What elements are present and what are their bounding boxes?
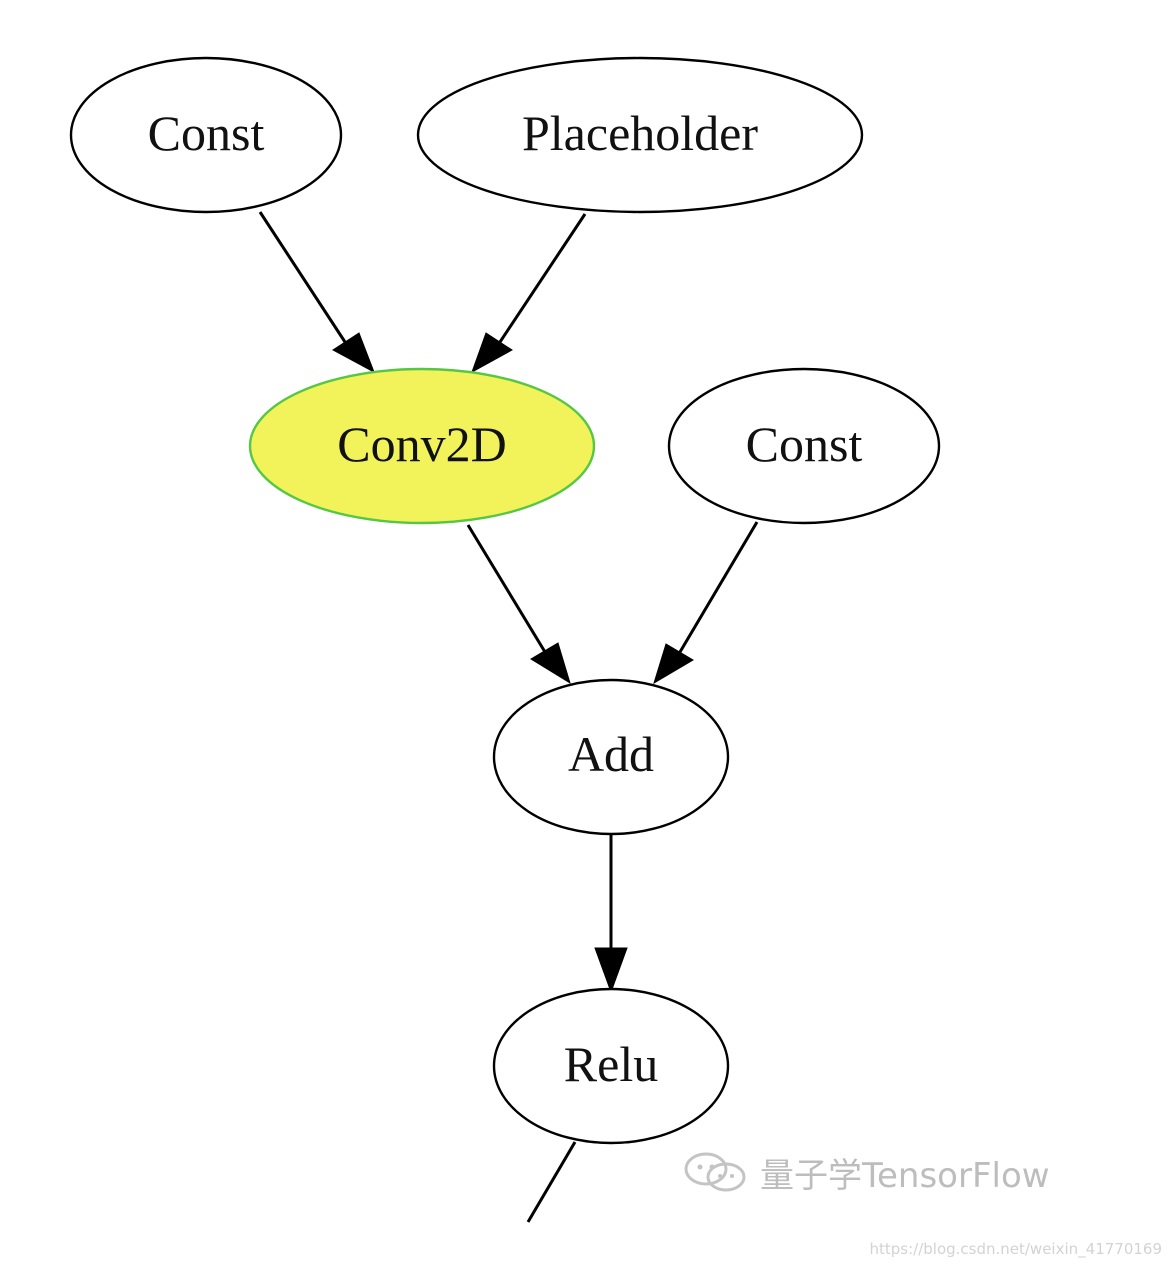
node-placeholder[interactable]: Placeholder	[416, 56, 864, 214]
node-conv2d[interactable]: Conv2D	[248, 367, 596, 525]
node-label: Relu	[564, 1036, 658, 1092]
edge-placeholder-to-conv2d	[471, 213, 587, 374]
node-label: Const	[746, 416, 863, 472]
node-label: Add	[568, 726, 654, 782]
watermark: 量子学TensorFlow	[682, 1148, 1050, 1197]
node-ellipse-highlighted	[248, 367, 596, 525]
edges	[258, 211, 759, 1223]
edge-relu-out	[526, 1141, 577, 1223]
watermark-text: 量子学TensorFlow	[760, 1156, 1050, 1196]
node-relu[interactable]: Relu	[492, 987, 730, 1145]
node-const-bias[interactable]: Const	[667, 367, 941, 525]
edge-const-to-add	[653, 521, 759, 685]
node-add[interactable]: Add	[492, 678, 730, 836]
node-label: Conv2D	[337, 416, 506, 472]
node-label: Placeholder	[522, 105, 758, 161]
node-ellipse	[667, 367, 941, 525]
node-ellipse	[416, 56, 864, 214]
node-label: Const	[148, 105, 265, 161]
wechat-icon	[682, 1151, 750, 1195]
edge-const-to-conv2d	[258, 211, 375, 374]
node-ellipse	[492, 678, 730, 836]
node-ellipse	[492, 987, 730, 1145]
node-const-top[interactable]: Const	[69, 56, 343, 214]
edge-conv2d-to-add	[466, 524, 571, 685]
source-url: https://blog.csdn.net/weixin_41770169	[869, 1240, 1162, 1258]
node-ellipse	[69, 56, 343, 214]
edge-add-to-relu	[594, 834, 628, 994]
